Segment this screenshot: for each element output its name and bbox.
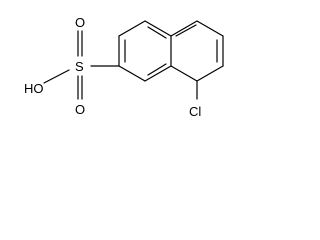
atom-s: S	[75, 59, 84, 74]
atom-cl: Cl	[189, 104, 201, 119]
bond	[118, 20, 146, 37]
bond	[118, 65, 146, 82]
atom-ho: HO	[24, 81, 44, 96]
bond	[144, 65, 172, 82]
atom-o-bottom: O	[75, 102, 85, 117]
bond-s-oh	[43, 69, 70, 84]
bonds	[43, 20, 224, 100]
bond	[196, 65, 224, 82]
bond	[170, 20, 198, 37]
bond	[144, 20, 172, 37]
chemical-structure: Cl S O O HO	[24, 15, 224, 119]
bond	[196, 20, 224, 37]
double-bond-inner	[147, 26, 167, 39]
structure-canvas: Cl S O O HO	[0, 0, 229, 132]
double-bond-inner	[175, 24, 197, 37]
double-bond-inner	[147, 63, 167, 76]
bond	[170, 65, 198, 82]
atom-o-top: O	[75, 15, 85, 30]
